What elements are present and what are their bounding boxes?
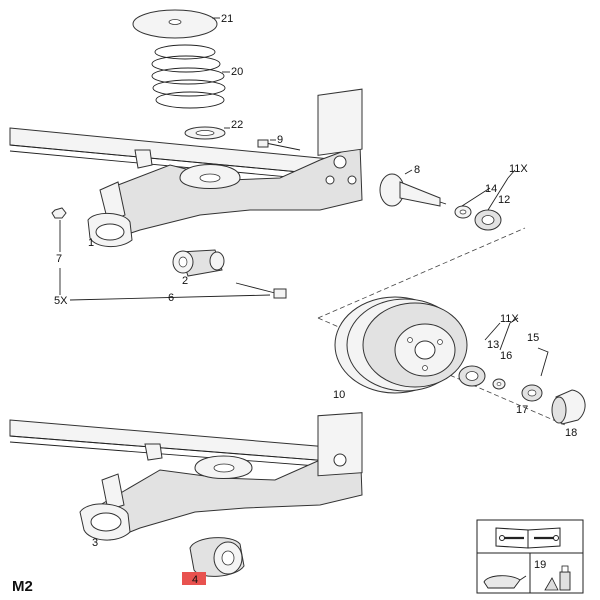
rubber-bush-2: [172, 249, 225, 277]
callout-11x-mid: 11X: [500, 313, 519, 325]
rear-axle-beam-lower: [9, 412, 363, 541]
callout-13: 13: [487, 339, 499, 351]
callout-18: 18: [565, 427, 577, 439]
spring-pad-lower: [184, 126, 226, 140]
spring-seat-washer-top: [132, 9, 218, 39]
callout-21: 21: [221, 13, 233, 25]
callout-1: 1: [88, 237, 94, 249]
callout-8: 8: [414, 164, 420, 176]
callout-10: 10: [333, 389, 345, 401]
bearing-13: [458, 365, 486, 387]
callout-7: 7: [56, 253, 62, 265]
callout-14: 14: [485, 183, 497, 195]
brake-drum: [334, 296, 468, 394]
hub-cap-18: [551, 389, 586, 425]
callout-19: 19: [534, 559, 546, 571]
bush-bracket-lower: [79, 503, 131, 541]
callout-2: 2: [182, 275, 188, 287]
page-code: M2: [12, 578, 33, 595]
callout-4: 4: [192, 574, 198, 586]
seal-14: [454, 205, 472, 219]
bush-bracket: [87, 213, 133, 247]
lubricant-icon: [483, 565, 571, 591]
repair-manual-icon: [495, 527, 561, 549]
callout-9: 9: [277, 134, 283, 146]
bearing-12: [474, 209, 502, 231]
washer-16: [492, 378, 506, 390]
rear-axle-beam-upper: [9, 88, 363, 241]
callout-5x: 5X: [54, 295, 68, 307]
callout-3: 3: [92, 537, 98, 549]
coil-spring: [151, 44, 226, 109]
nut-7: [51, 207, 67, 219]
split-pin-15: [537, 347, 549, 377]
callout-22: 22: [231, 119, 243, 131]
callout-16: 16: [500, 350, 512, 362]
rubber-bush-4: [189, 537, 245, 577]
callout-20: 20: [231, 66, 243, 78]
callout-17: 17: [516, 404, 528, 416]
stub-axle: [379, 173, 447, 207]
callout-6: 6: [168, 292, 174, 304]
callout-15: 15: [527, 332, 539, 344]
bolt-9: [257, 139, 301, 151]
callout-12: 12: [498, 194, 510, 206]
bolt-6: [235, 282, 287, 299]
castle-nut-17: [521, 384, 543, 402]
callout-11x-top: 11X: [509, 163, 528, 175]
callout-4-highlight: [182, 572, 206, 585]
